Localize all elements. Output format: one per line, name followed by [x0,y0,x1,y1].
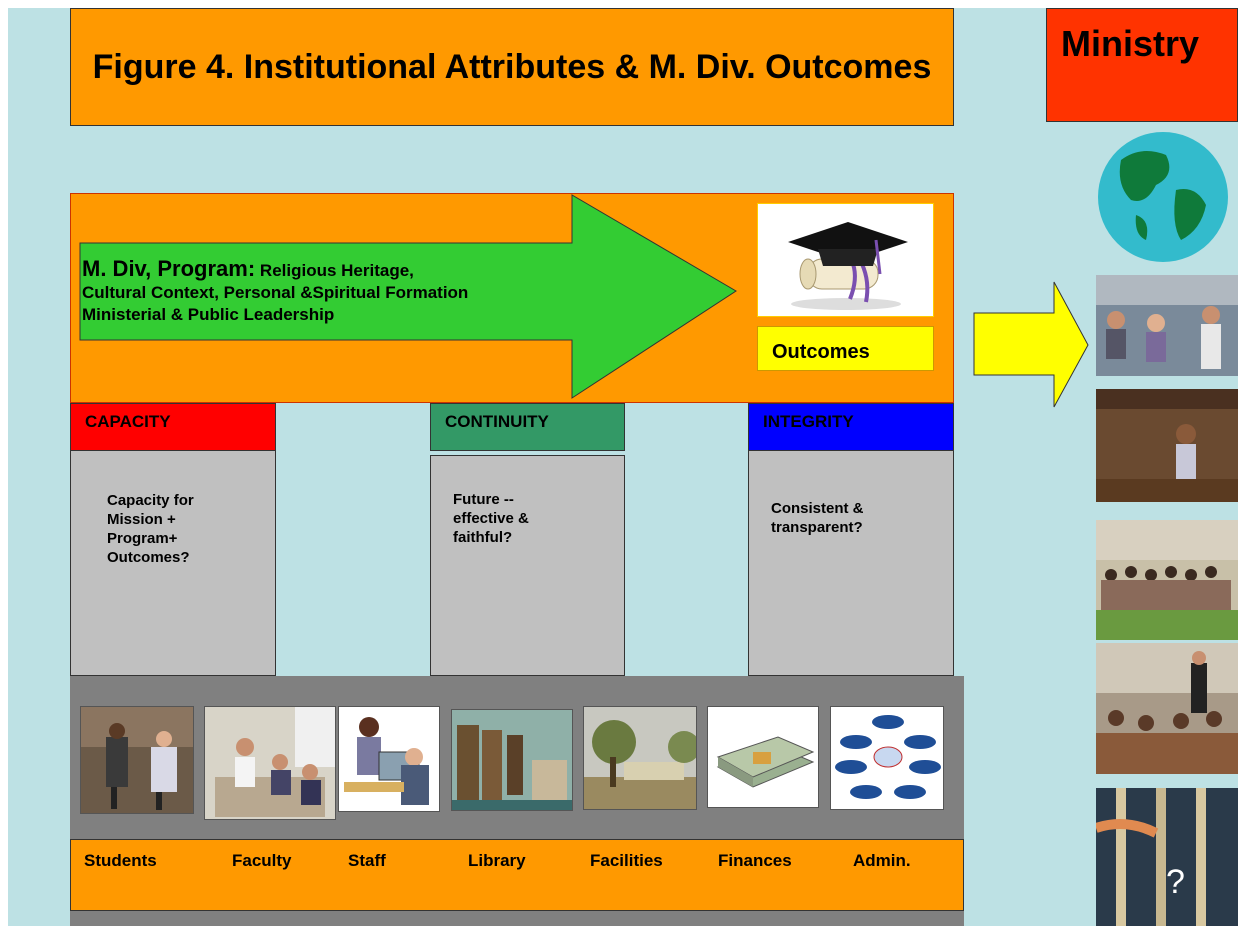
ministry-photo-classroom [1096,275,1238,376]
pillar-header-capacity: CAPACITY [70,403,276,451]
outcomes-label: Outcomes [757,326,934,371]
globe-icon [1096,130,1230,264]
figure-title: Figure 4. Institutional Attributes & M. … [70,8,954,126]
resource-labels-bar [70,839,964,911]
pillar-text: Capacity for [107,492,194,509]
pillar-text: Future -- [453,491,514,508]
program-line2: Cultural Context, Personal &Spiritual Fo… [82,283,469,302]
resource-label-finances: Finances [718,851,792,870]
ministry-photo-group [1096,520,1238,640]
program-heading: M. Div, Program: [82,256,256,281]
finances-photo [707,706,819,808]
resource-label-faculty: Faculty [232,851,292,870]
students-photo [80,706,194,814]
pillar-header-continuity: CONTINUITY [430,403,625,451]
svg-text:?: ? [1166,863,1185,901]
resource-label-facilities: Facilities [590,851,663,870]
pillar-body-continuity: Future -- effective & faithful? [430,455,625,676]
staff-clipart [338,706,440,812]
ministry-label: Ministry [1046,8,1238,122]
pillar-text: Consistent & [771,500,864,517]
resource-label-students: Students [84,851,157,870]
yellow-arrow-icon [973,281,1089,408]
faculty-photo [204,706,336,820]
graduation-cap-icon [788,222,908,310]
pillar-text: Outcomes? [107,549,190,566]
program-description: M. Div, Program: Religious Heritage, Cul… [82,258,682,326]
ministry-photo-child [1096,389,1238,502]
ministry-photo-prison: ? [1096,788,1238,926]
resource-label-staff: Staff [348,851,386,870]
resource-label-library: Library [468,851,526,870]
program-line1: Religious Heritage, [255,261,414,280]
pillar-header-integrity: INTEGRITY [748,403,954,451]
admin-diagram [830,706,944,810]
pillar-text: effective & [453,510,529,527]
pillar-body-integrity: Consistent & transparent? [748,450,954,676]
pillar-body-capacity: Capacity for Mission + Program+ Outcomes… [70,450,276,676]
resource-label-admin: Admin. [853,851,911,870]
pillar-text: Mission + [107,511,176,528]
graduation-image [757,203,934,317]
pillar-text: faithful? [453,529,513,546]
facilities-photo [583,706,697,810]
program-line3: Ministerial & Public Leadership [82,305,335,324]
program-arrow-icon [79,194,737,399]
ministry-photo-school [1096,643,1238,774]
pillar-text: Program+ [107,530,178,547]
pillar-text: transparent? [771,519,863,536]
library-photo [451,709,573,811]
